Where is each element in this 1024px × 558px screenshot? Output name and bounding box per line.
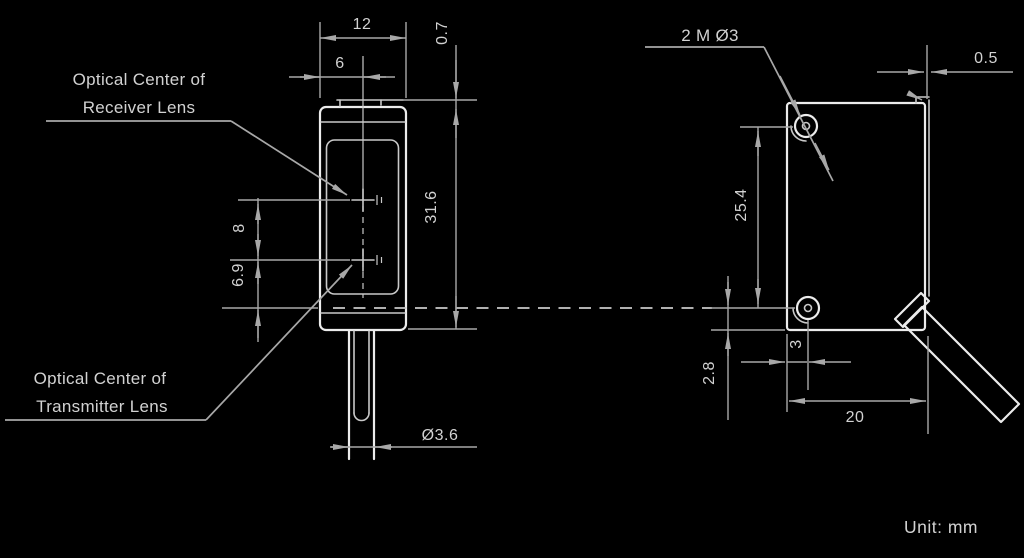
cable xyxy=(347,329,376,461)
dim-body-depth: 20 xyxy=(786,334,929,434)
dim-back-protrusion: 0.5 xyxy=(877,45,1013,101)
dim-front-width: 12 xyxy=(319,16,407,98)
dim-text-6-9: 6.9 xyxy=(230,263,247,287)
receiver-center-mark xyxy=(351,188,383,212)
dim-text-0-5: 0.5 xyxy=(974,50,998,67)
dim-text-0-7: 0.7 xyxy=(434,21,451,45)
dim-text-6: 6 xyxy=(335,55,344,72)
dim-text-31-6: 31.6 xyxy=(423,190,440,223)
mounting-hole-top xyxy=(790,113,819,142)
dim-text-3: 3 xyxy=(788,339,805,348)
cable-boot xyxy=(893,291,931,329)
dim-text-cable: Ø3.6 xyxy=(422,427,459,444)
side-view xyxy=(785,96,1021,424)
side-body-outline xyxy=(785,101,927,332)
receiver-label-line1: Optical Center of xyxy=(73,70,206,89)
dim-height: 0.7 31.6 xyxy=(403,21,477,330)
unit-note: Unit: mm xyxy=(904,517,978,537)
dim-text-2-8: 2.8 xyxy=(701,361,718,385)
dim-text-12: 12 xyxy=(353,16,372,33)
dim-lens-centers: 8 6.9 xyxy=(222,198,350,342)
dim-hole-spacing: 25.4 xyxy=(733,126,793,308)
dim-hole-to-bottom: 2.8 xyxy=(701,276,795,420)
dim-lens-offset: 6 xyxy=(289,55,395,80)
dim-text-8: 8 xyxy=(231,223,248,232)
cable-45deg xyxy=(893,291,1021,424)
label-transmitter-lens: Optical Center of Transmitter Lens xyxy=(5,264,353,421)
cable-band xyxy=(902,305,1021,424)
dim-text-20: 20 xyxy=(846,409,865,426)
dim-text-25-4: 25.4 xyxy=(733,188,750,221)
label-mounting-holes: 2 M Ø3 xyxy=(645,26,834,182)
mounting-holes-text: 2 M Ø3 xyxy=(681,26,739,45)
transmitter-center-mark xyxy=(351,248,383,272)
transmitter-label-line2: Transmitter Lens xyxy=(36,397,168,416)
front-view xyxy=(318,56,408,461)
dim-hole-to-face: 3 xyxy=(741,339,851,365)
label-receiver-lens: Optical Center of Receiver Lens xyxy=(46,70,348,196)
receiver-label-line2: Receiver Lens xyxy=(83,98,196,117)
transmitter-label-line1: Optical Center of xyxy=(34,369,167,388)
dim-cable-diameter: Ø3.6 xyxy=(330,427,477,450)
mounting-hole-bottom xyxy=(792,295,821,390)
